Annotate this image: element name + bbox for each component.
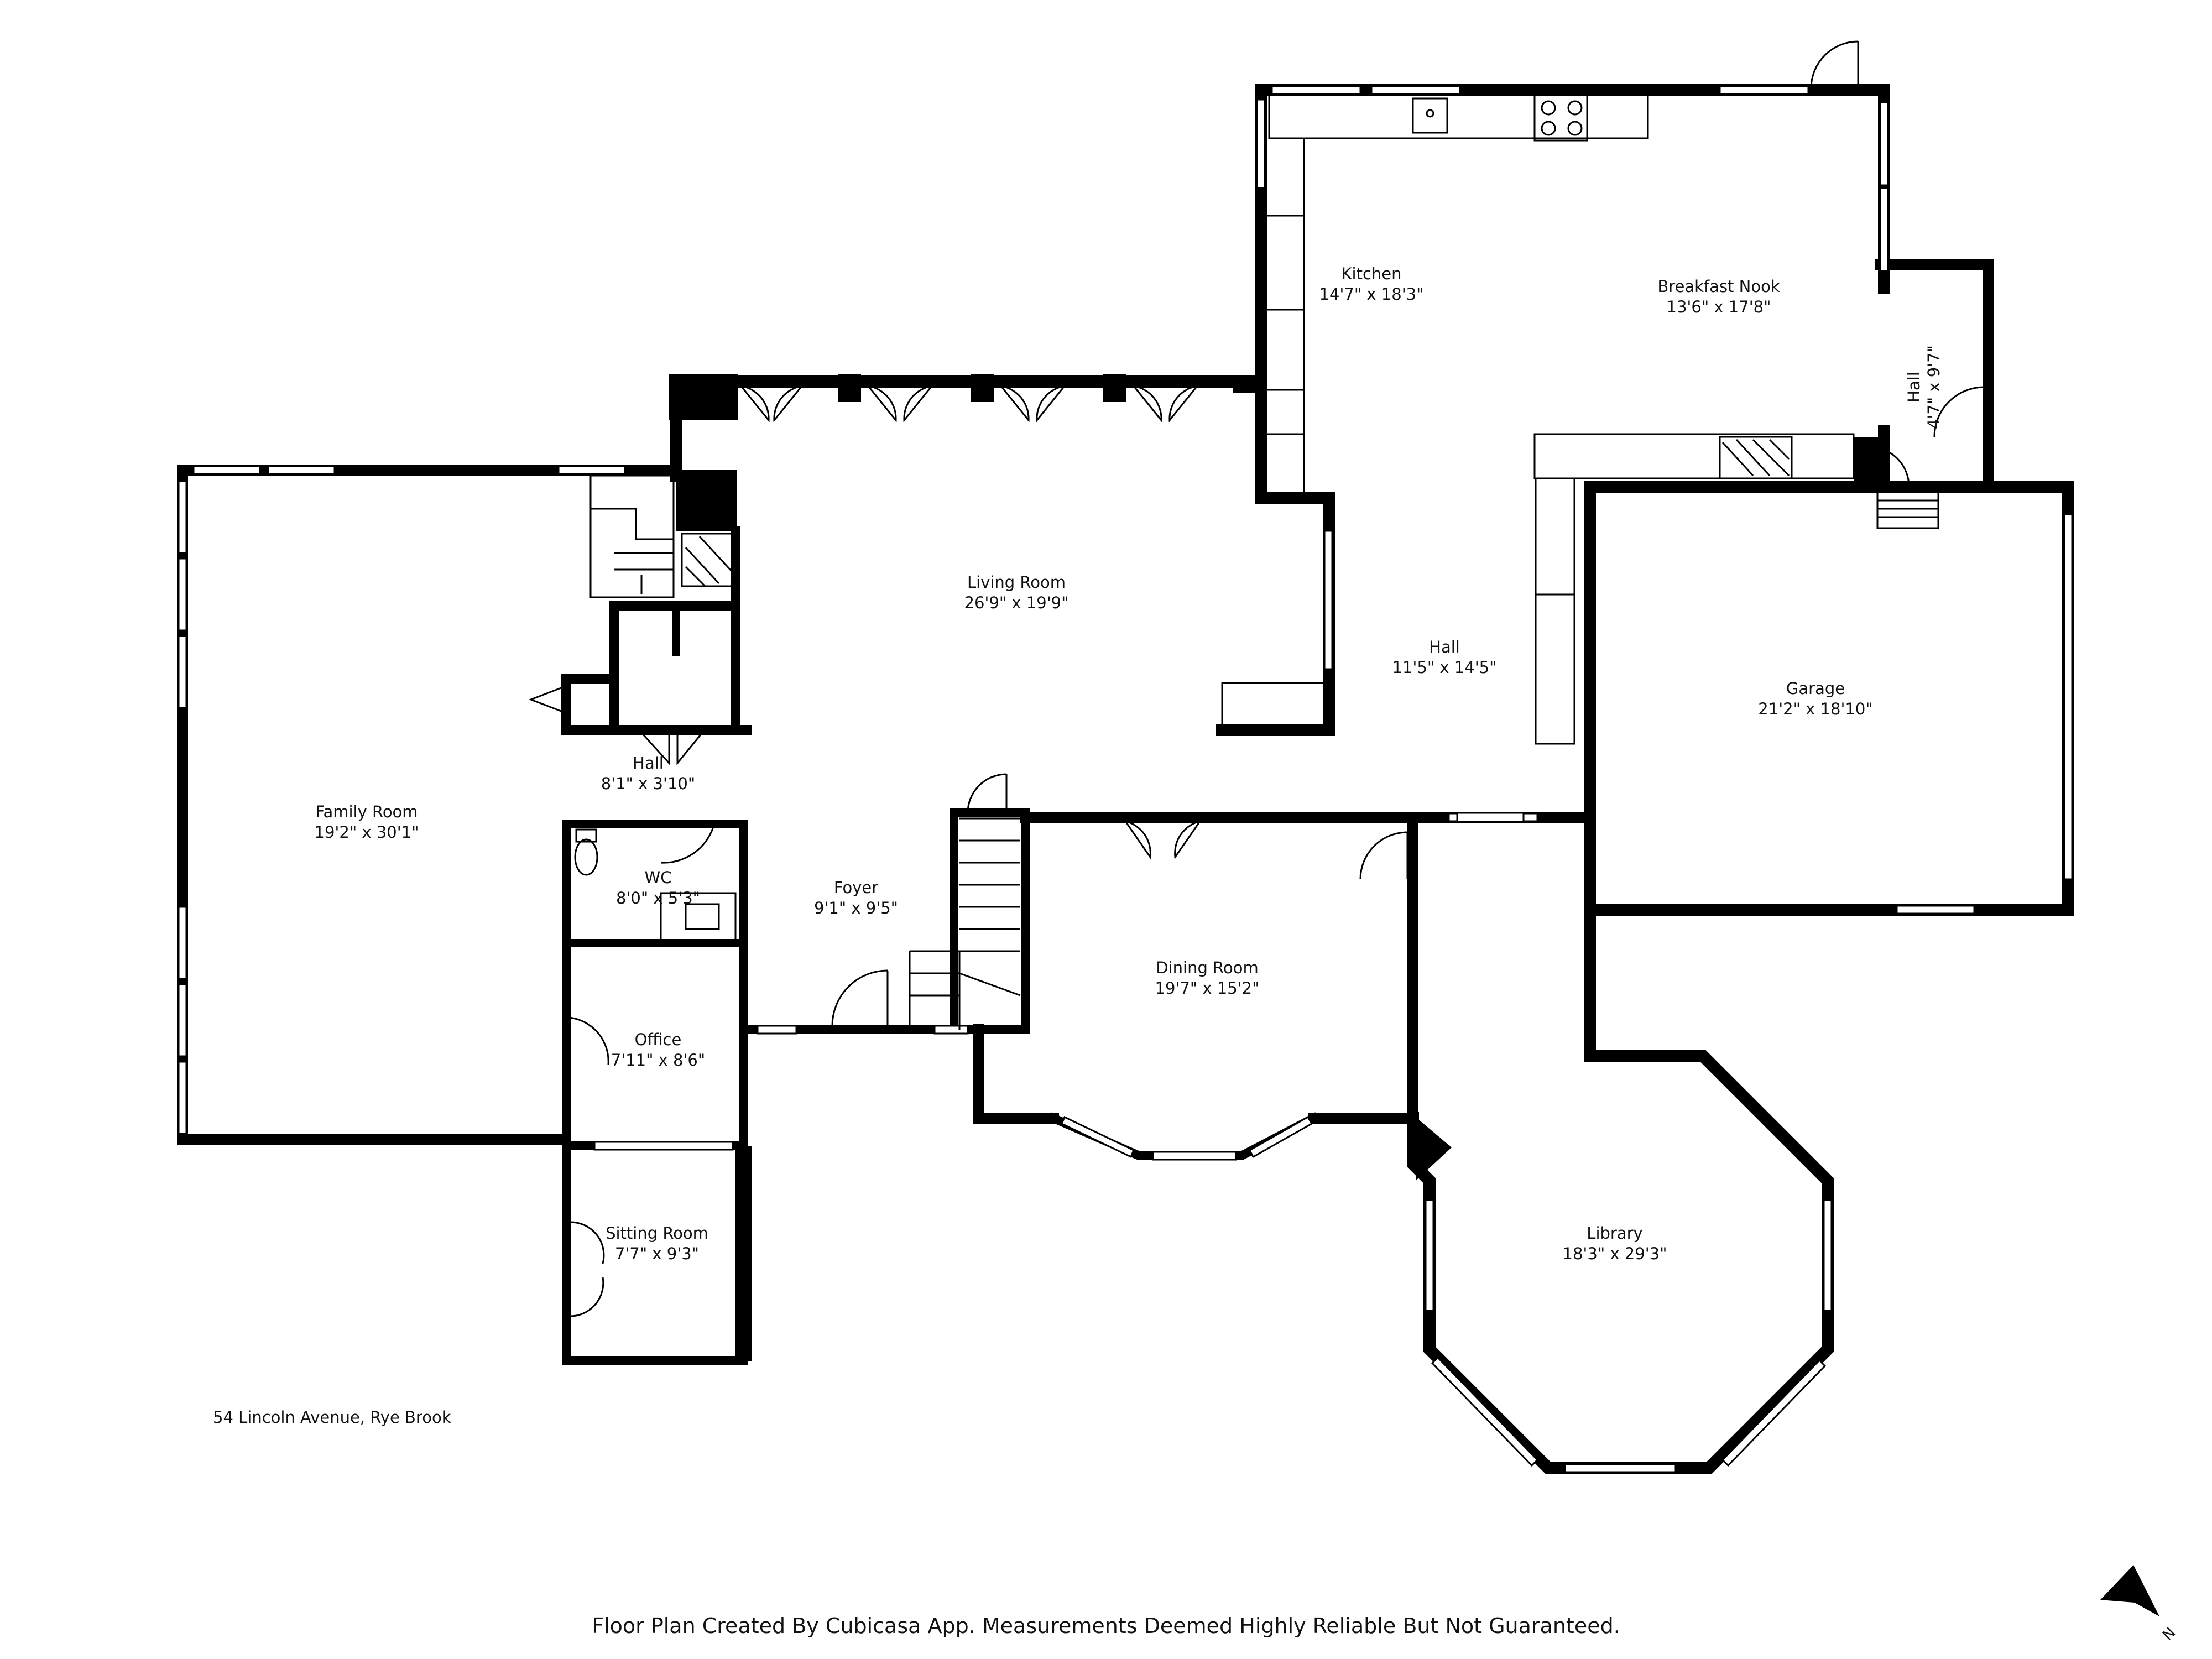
room-dims-sitting-room: 7'7" x 9'3" bbox=[615, 1244, 699, 1263]
room-dims-office: 7'11" x 8'6" bbox=[611, 1051, 705, 1070]
room-name-foyer: Foyer bbox=[834, 878, 878, 897]
room-dims-breakfast-nook: 13'6" x 17'8" bbox=[1667, 298, 1771, 316]
room-dims-dining-room: 19'7" x 15'2" bbox=[1155, 979, 1260, 998]
room-name-kitchen: Kitchen bbox=[1342, 264, 1402, 283]
fixtures bbox=[574, 94, 1939, 1030]
room-dims-hall-center: 11'5" x 14'5" bbox=[1392, 658, 1497, 677]
room-dims-wc: 8'0" x 5'3" bbox=[616, 889, 700, 907]
room-dims-family-room: 19'2" x 30'1" bbox=[315, 823, 419, 842]
room-name-garage: Garage bbox=[1786, 679, 1845, 698]
room-name-library: Library bbox=[1587, 1224, 1642, 1243]
room-name-living-room: Living Room bbox=[967, 573, 1066, 592]
compass-north-label: N bbox=[2159, 1625, 2179, 1644]
room-name-dining-room: Dining Room bbox=[1156, 958, 1258, 977]
room-dims-kitchen: 14'7" x 18'3" bbox=[1319, 285, 1424, 304]
room-dims-hall-north: 4'7" x 9'7" bbox=[1924, 345, 1943, 429]
room-dims-library: 18'3" x 29'3" bbox=[1563, 1244, 1667, 1263]
windows bbox=[178, 85, 2073, 1473]
room-name-wc: WC bbox=[645, 868, 672, 887]
footer-disclaimer: Floor Plan Created By Cubicasa App. Meas… bbox=[592, 1614, 1620, 1638]
room-name-hall-west: Hall bbox=[633, 754, 664, 773]
room-name-hall-center: Hall bbox=[1429, 638, 1460, 656]
room-name-breakfast-nook: Breakfast Nook bbox=[1657, 277, 1780, 296]
room-name-office: Office bbox=[635, 1030, 682, 1049]
room-name-hall-north: Hall bbox=[1905, 372, 1923, 403]
room-dims-living-room: 26'9" x 19'9" bbox=[964, 593, 1069, 612]
address-label: 54 Lincoln Avenue, Rye Brook bbox=[213, 1408, 451, 1427]
room-name-family-room: Family Room bbox=[315, 802, 418, 821]
compass-icon: N bbox=[2100, 1565, 2179, 1644]
room-dims-hall-west: 8'1" x 3'10" bbox=[601, 774, 695, 793]
walls bbox=[177, 84, 2074, 1474]
room-labels: Kitchen 14'7" x 18'3" Breakfast Nook 13'… bbox=[315, 264, 1943, 1263]
doors bbox=[528, 40, 1985, 1317]
room-name-sitting-room: Sitting Room bbox=[606, 1224, 708, 1243]
room-dims-garage: 21'2" x 18'10" bbox=[1758, 700, 1872, 718]
room-dims-foyer: 9'1" x 9'5" bbox=[814, 899, 898, 917]
